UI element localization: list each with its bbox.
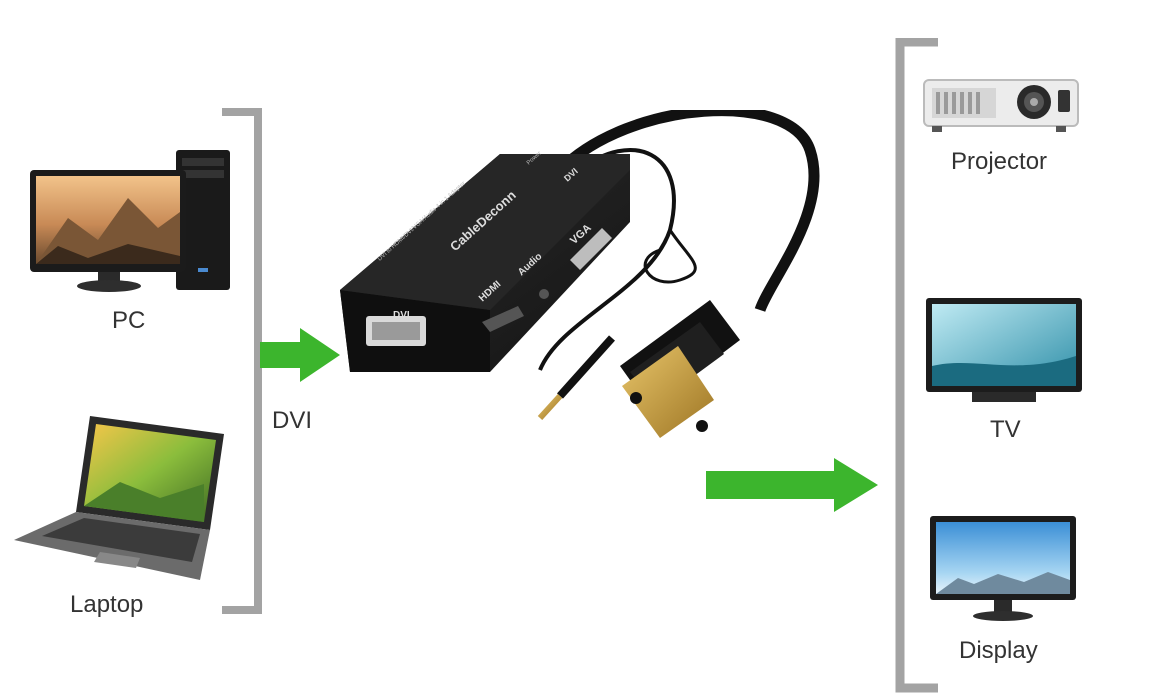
display-icon xyxy=(930,516,1076,621)
projector-icon xyxy=(923,79,1079,132)
display-label: Display xyxy=(959,637,1038,664)
dvi-input-label: DVI xyxy=(272,407,313,434)
tv-icon xyxy=(926,298,1082,402)
pc-icon xyxy=(30,150,230,292)
tv-label: TV xyxy=(990,416,1021,443)
right-bracket xyxy=(895,38,938,693)
arrow-right-icon xyxy=(260,328,340,382)
projector-label: Projector xyxy=(951,148,1048,175)
laptop-icon xyxy=(14,416,224,580)
laptop-label: Laptop xyxy=(70,591,144,618)
adapter-port-dvi: DVI xyxy=(393,310,410,321)
adapter-icon xyxy=(340,110,820,438)
arrow-right-icon-output xyxy=(706,458,878,512)
pc-label: PC xyxy=(112,307,146,334)
left-bracket xyxy=(222,108,262,614)
